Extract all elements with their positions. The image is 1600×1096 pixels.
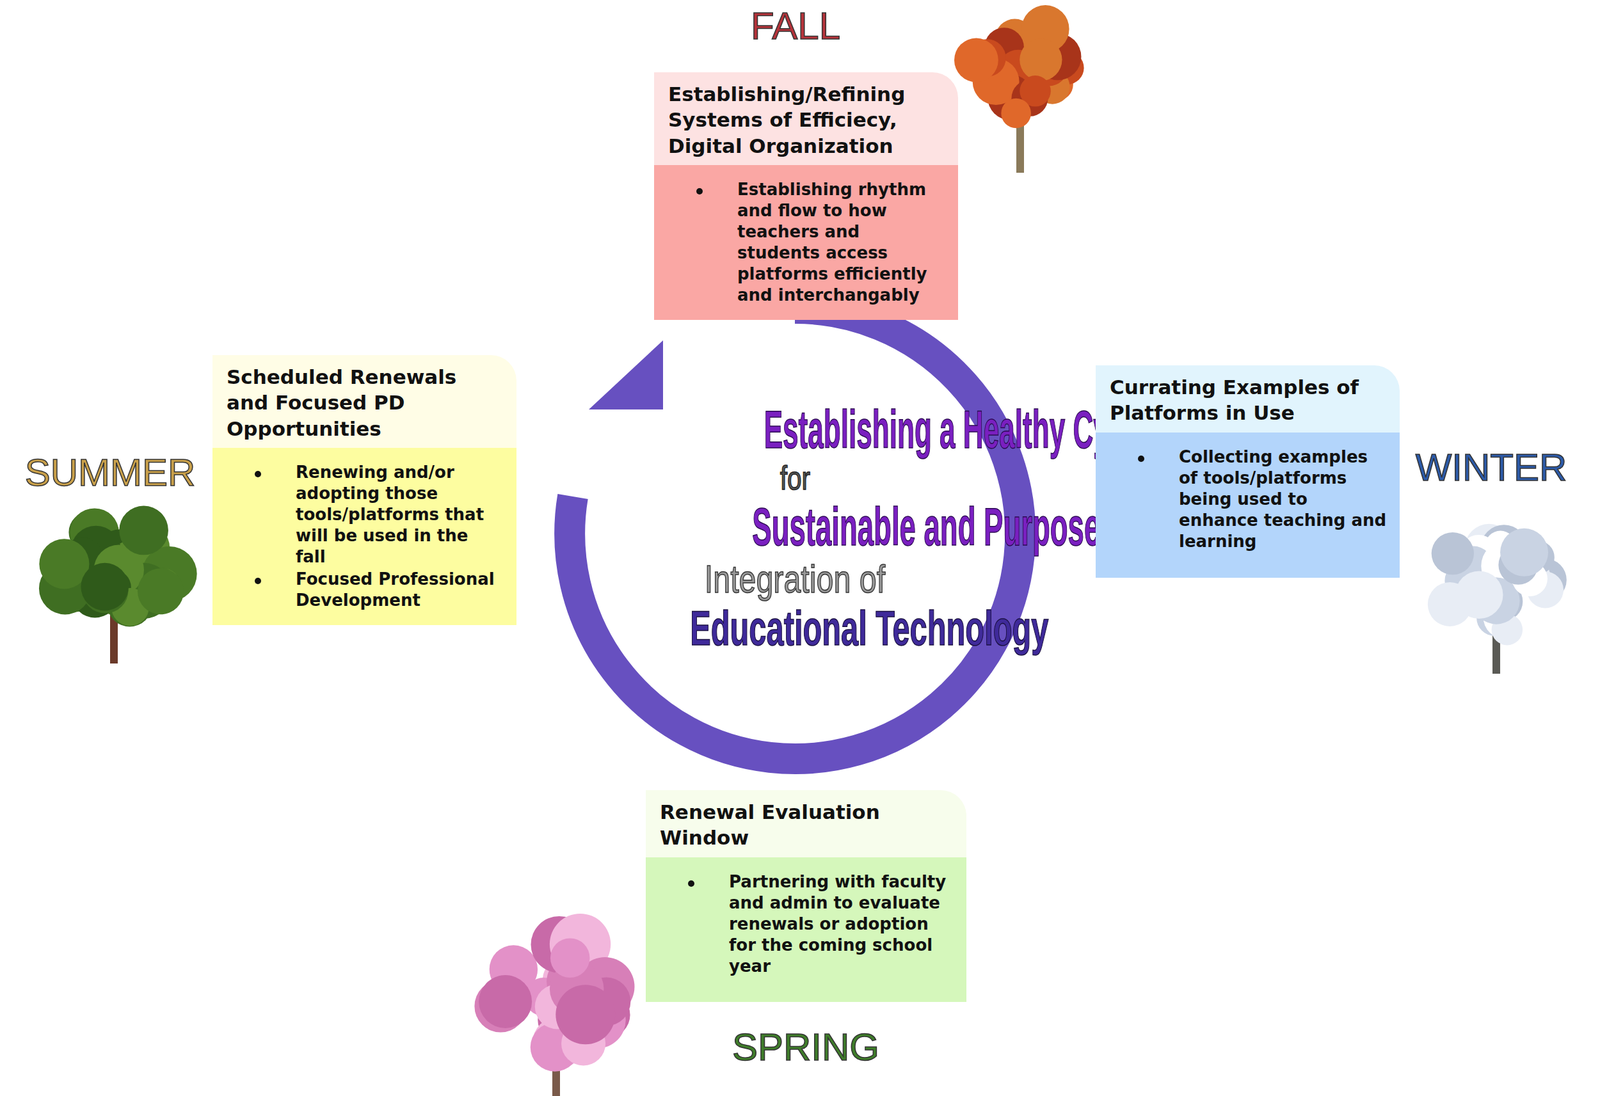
tree-foliage <box>1000 98 1032 129</box>
title-text: Integration of <box>704 556 886 601</box>
title-text: Sustainable and Purposeful <box>752 496 1136 557</box>
bullet-dot <box>696 188 703 195</box>
title-text: Establishing a Healthy Cycle <box>764 399 1149 460</box>
bullet-text: Collecting examples of tools/platforms b… <box>1178 446 1387 553</box>
bullet-row: Partnering with faculty and admin to eva… <box>645 871 954 978</box>
tree-foliage <box>1455 570 1504 619</box>
bullet-row: Renewing and/or adopting those tools/pla… <box>212 462 504 568</box>
tree-foliage <box>1500 528 1549 577</box>
tree-foliage <box>954 38 999 83</box>
box-body: Establishing rhythm and flow to how teac… <box>654 165 959 320</box>
fall-tree <box>954 5 1085 173</box>
tree-group <box>39 5 1567 1096</box>
bullet-text: Focused Professional Development <box>295 568 504 612</box>
title-line: Establishing a Healthy Cycle <box>590 399 1000 460</box>
box-heading: Establishing/Refining Systems of Efficie… <box>654 72 959 166</box>
tree-foliage <box>1019 38 1062 81</box>
box-body: Renewing and/or adopting those tools/pla… <box>212 448 517 626</box>
season-box: Renewal Evaluation WindowPartnering with… <box>645 790 967 1003</box>
tree-foliage <box>1431 532 1474 575</box>
box-body: Partnering with faculty and admin to eva… <box>645 857 967 1003</box>
title-text: for <box>779 459 810 497</box>
bullet-dot <box>688 880 695 888</box>
season-label: FALL <box>750 3 841 48</box>
box-heading: Renewal Evaluation Window <box>645 790 967 858</box>
bullet-dot <box>254 471 262 478</box>
bullet-row: Establishing rhythm and flow to how teac… <box>654 179 946 306</box>
tree-foliage <box>119 506 169 556</box>
bullet-row: Focused Professional Development <box>212 568 504 612</box>
tree-foliage <box>555 984 616 1045</box>
tree-foliage <box>550 938 591 979</box>
bullet-text: Renewing and/or adopting those tools/pla… <box>295 462 504 568</box>
title-line: Sustainable and Purposeful <box>590 496 1000 557</box>
title-line: Educational Technology <box>590 600 1000 656</box>
summer-tree <box>39 506 198 664</box>
bullet-dot <box>254 577 262 585</box>
title-line: Integration of <box>590 556 1000 601</box>
box-heading: Scheduled Renewals and Focused PD Opport… <box>212 355 517 448</box>
season-box: Scheduled Renewals and Focused PD Opport… <box>212 355 517 626</box>
bullet-text: Establishing rhythm and flow to how teac… <box>737 179 946 306</box>
title-line: for <box>590 459 1000 497</box>
bullet-text: Partnering with faculty and admin to eva… <box>728 871 954 978</box>
season-label: WINTER <box>1415 445 1568 490</box>
bullet-dot <box>1137 455 1145 463</box>
box-body: Collecting examples of tools/platforms b… <box>1095 432 1400 578</box>
arrow-head <box>588 340 664 410</box>
tree-foliage <box>137 568 184 615</box>
winter-tree <box>1424 524 1567 674</box>
bullet-row: Collecting examples of tools/platforms b… <box>1095 446 1387 553</box>
season-label: SUMMER <box>24 450 196 495</box>
tree-foliage <box>478 975 532 1029</box>
season-box: Establishing/Refining Systems of Efficie… <box>654 72 959 320</box>
season-label: SPRING <box>732 1025 880 1070</box>
box-heading: Currating Examples of Platforms in Use <box>1095 365 1400 433</box>
title-text: Educational Technology <box>689 600 1049 656</box>
spring-tree <box>474 913 635 1096</box>
tree-foliage <box>80 563 129 612</box>
center-title: Establishing a Healthy CycleforSustainab… <box>590 399 1000 656</box>
season-box: Currating Examples of Platforms in UseCo… <box>1095 365 1400 578</box>
